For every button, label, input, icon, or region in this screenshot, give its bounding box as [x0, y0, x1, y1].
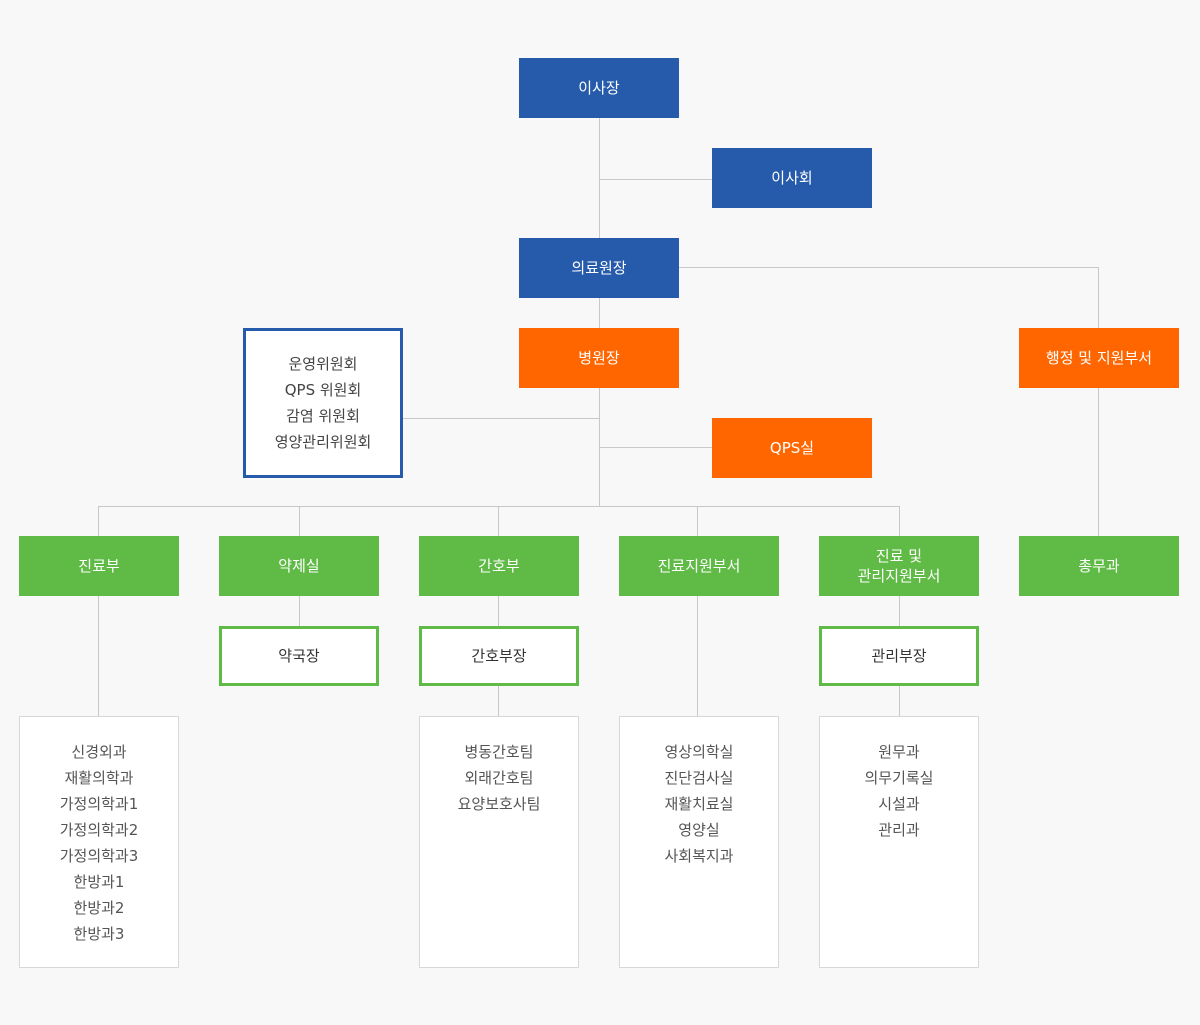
committee-item: 운영위원회	[288, 355, 358, 373]
list-item: 재활치료실	[664, 795, 734, 813]
connector-line	[899, 596, 900, 626]
connector-line	[498, 596, 499, 626]
list-item: 가정의학과1	[59, 795, 139, 813]
connector-line	[599, 118, 600, 238]
connector-line	[1098, 267, 1099, 328]
connector-line	[98, 506, 900, 507]
list-item: 한방과1	[73, 873, 125, 891]
list-item: 외래간호팀	[464, 769, 534, 787]
connector-line	[299, 596, 300, 626]
connector-line	[299, 506, 300, 536]
clinical-mgmt-support-dept-box: 진료 및 관리지원부서	[819, 536, 979, 596]
connector-line	[899, 686, 900, 716]
medical-director-box: 의료원장	[519, 238, 679, 298]
list-item: 가정의학과3	[59, 847, 139, 865]
hospital-director-box: 병원장	[519, 328, 679, 388]
committee-item: QPS 위원회	[284, 381, 362, 399]
connector-line	[403, 418, 599, 419]
list-item: 가정의학과2	[59, 821, 139, 839]
committee-item: 감염 위원회	[286, 407, 360, 425]
pharmacy-head-box: 약국장	[219, 626, 379, 686]
list-item: 병동간호팀	[464, 743, 534, 761]
connector-line	[697, 506, 698, 536]
list-item: 원무과	[878, 743, 920, 761]
list-item: 진단검사실	[664, 769, 734, 787]
connector-line	[98, 506, 99, 536]
qps-office-box: QPS실	[712, 418, 872, 478]
clinical-support-dept-box: 진료지원부서	[619, 536, 779, 596]
connector-line	[599, 298, 600, 328]
nursing-list: 병동간호팀 외래간호팀 요양보호사팀	[419, 716, 579, 968]
connector-line	[679, 267, 1099, 268]
clinical-support-list: 영상의학실 진단검사실 재활치료실 영양실 사회복지과	[619, 716, 779, 968]
list-item: 한방과3	[73, 925, 125, 943]
connector-line	[599, 179, 712, 180]
chairman-box: 이사장	[519, 58, 679, 118]
general-affairs-box: 총무과	[1019, 536, 1179, 596]
list-item: 한방과2	[73, 899, 125, 917]
connector-line	[1098, 388, 1099, 536]
clinical-dept-box: 진료부	[19, 536, 179, 596]
connector-line	[498, 686, 499, 716]
list-item: 관리과	[878, 821, 920, 839]
connector-line	[498, 506, 499, 536]
mgmt-head-box: 관리부장	[819, 626, 979, 686]
admin-support-box: 행정 및 지원부서	[1019, 328, 1179, 388]
list-item: 요양보호사팀	[457, 795, 541, 813]
list-item: 영양실	[678, 821, 720, 839]
committees-box: 운영위원회 QPS 위원회 감염 위원회 영양관리위원회	[243, 328, 403, 478]
nursing-dept-box: 간호부	[419, 536, 579, 596]
list-item: 의무기록실	[864, 769, 934, 787]
list-item: 사회복지과	[664, 847, 734, 865]
list-item: 재활의학과	[64, 769, 134, 787]
list-item: 신경외과	[71, 743, 127, 761]
clinical-list: 신경외과 재활의학과 가정의학과1 가정의학과2 가정의학과3 한방과1 한방과…	[19, 716, 179, 968]
connector-line	[697, 596, 698, 716]
connector-line	[98, 596, 99, 716]
mgmt-support-list: 원무과 의무기록실 시설과 관리과	[819, 716, 979, 968]
connector-line	[599, 447, 712, 448]
nursing-head-box: 간호부장	[419, 626, 579, 686]
list-item: 영상의학실	[664, 743, 734, 761]
connector-line	[899, 506, 900, 536]
pharmacy-dept-box: 약제실	[219, 536, 379, 596]
board-box: 이사회	[712, 148, 872, 208]
list-item: 시설과	[878, 795, 920, 813]
committee-item: 영양관리위원회	[274, 433, 372, 451]
